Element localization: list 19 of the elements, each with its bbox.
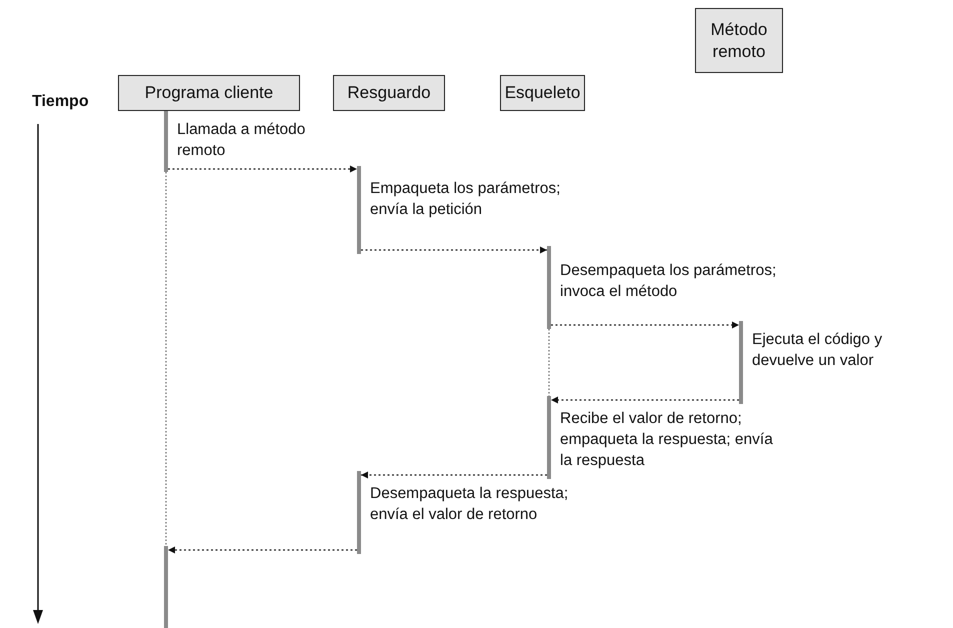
step-description: Desempaqueta la respuesta; envía el valor de retorno [370, 484, 570, 525]
activation-bar [164, 546, 168, 628]
message-arrow [551, 396, 739, 404]
step-description: Empaqueta los parámetros; envía la petición [370, 179, 562, 220]
message-arrow [551, 322, 739, 328]
step-description: Llamada a método remoto [177, 120, 306, 161]
message-arrow [361, 246, 547, 254]
participant-box: Programa cliente [118, 75, 300, 111]
axis-label: Tiempo [32, 93, 89, 111]
step-description: Desempaqueta los parámetros; invoca el método [560, 261, 778, 302]
message-arrow [168, 166, 357, 172]
participant-box: Esqueleto [500, 75, 585, 111]
message-arrow [168, 546, 357, 554]
step-description: Ejecuta el código y devuelve un valor [752, 330, 884, 371]
message-arrow [361, 472, 547, 478]
step-description: Recibe el valor de retorno; empaqueta la respuesta; envía la respuesta [560, 409, 774, 471]
participant-box: Resguardo [333, 75, 445, 111]
lifeline [548, 328, 550, 396]
participant-box: Método remoto [695, 8, 783, 73]
